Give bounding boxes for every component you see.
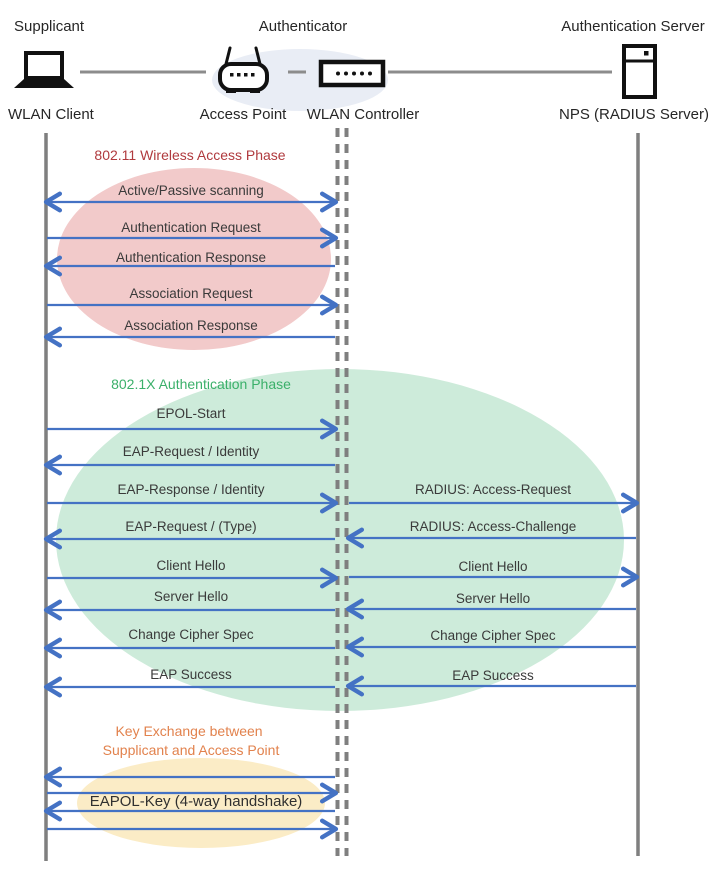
- phase3-title-line2: Supplicant and Access Point: [102, 742, 280, 758]
- msg-eapol-key: EAPOL-Key (4-way handshake): [89, 793, 303, 810]
- msg-eap-request-type: EAP-Request / (Type): [125, 519, 257, 534]
- msg-radius-access-challenge: RADIUS: Access-Challenge: [409, 519, 577, 534]
- msg-auth-response: Authentication Response: [115, 250, 267, 265]
- phase3-title-line1: Key Exchange between: [115, 723, 263, 739]
- msg-eap-response-identity: EAP-Response / Identity: [117, 482, 265, 497]
- role-authenticator: Authenticator: [258, 18, 348, 35]
- msg-scanning: Active/Passive scanning: [118, 183, 264, 198]
- msg-assoc-response: Association Response: [124, 318, 258, 333]
- role-authentication-server: Authentication Server: [561, 18, 705, 35]
- msg-client-hello-left: Client Hello: [156, 558, 226, 573]
- msg-radius-access-request: RADIUS: Access-Request: [414, 482, 572, 497]
- msg-server-hello-right: Server Hello: [455, 591, 531, 606]
- device-nps: NPS (RADIUS Server): [558, 106, 710, 123]
- phase3-ellipse: [77, 758, 325, 848]
- device-wlan-controller: WLAN Controller: [306, 106, 420, 123]
- msg-client-hello-right: Client Hello: [458, 559, 528, 574]
- phase2-title: 802.1X Authentication Phase: [111, 376, 291, 392]
- access-point-icon: [218, 46, 269, 93]
- msg-eap-success-right: EAP Success: [452, 668, 534, 683]
- role-supplicant: Supplicant: [14, 18, 85, 35]
- msg-auth-request: Authentication Request: [121, 220, 261, 235]
- phase2-ellipse: [56, 369, 624, 711]
- msg-change-cipher-left: Change Cipher Spec: [128, 627, 254, 642]
- msg-assoc-request: Association Request: [129, 286, 253, 301]
- device-access-point: Access Point: [199, 106, 287, 123]
- phase1-title: 802.11 Wireless Access Phase: [94, 147, 286, 163]
- msg-eap-request-identity: EAP-Request / Identity: [122, 444, 260, 459]
- msg-server-hello-left: Server Hello: [153, 589, 229, 604]
- laptop-icon: [14, 51, 74, 88]
- msg-eap-success-left: EAP Success: [150, 667, 232, 682]
- device-wlan-client: WLAN Client: [8, 106, 94, 123]
- wlan-controller-icon: [318, 59, 386, 88]
- msg-epol-start: EPOL-Start: [156, 406, 226, 421]
- server-icon: [622, 44, 657, 99]
- msg-change-cipher-right: Change Cipher Spec: [430, 628, 556, 643]
